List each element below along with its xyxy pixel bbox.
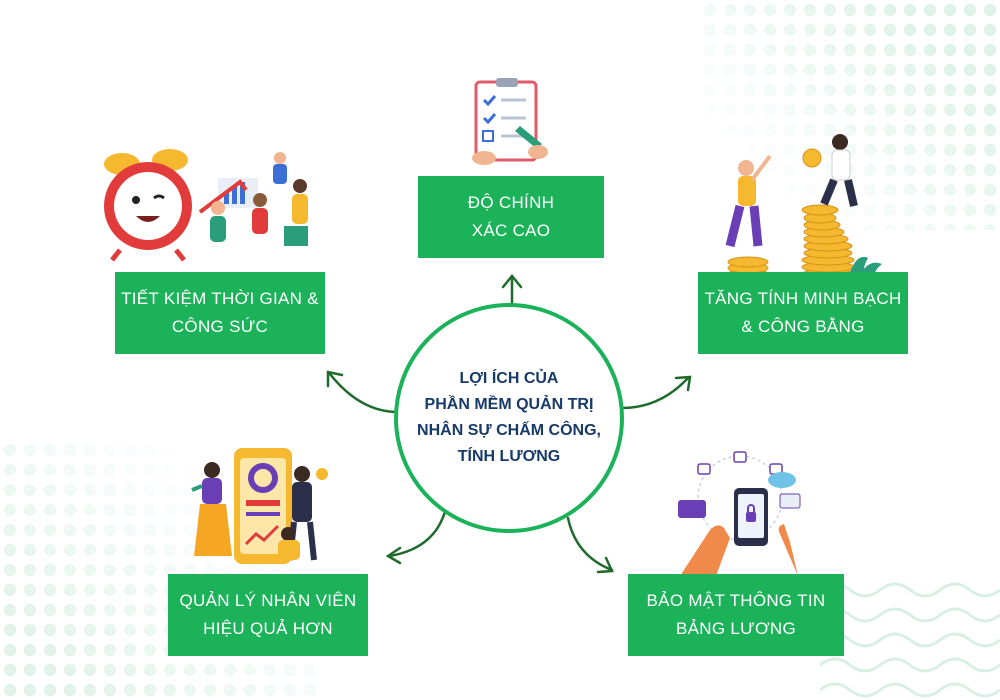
secure-phone-hands-icon [678,451,801,576]
benefit-label: ĐỘ CHÍNH [467,193,555,212]
alarm-clock-team-icon [104,149,308,262]
benefit-label: BẢNG LƯƠNG [676,619,796,638]
benefit-label: BẢO MẬT THÔNG TIN [646,591,826,610]
arrow-to-right [620,376,690,410]
benefit-label: TĂNG TÍNH MINH BẠCH [704,289,902,308]
benefit-box-payroll-security: BẢO MẬT THÔNG TIN BẢNG LƯƠNG [628,574,844,656]
center-title-line-1: LỢI ÍCH CỦA [459,370,559,387]
benefit-label: XÁC CAO [471,221,551,240]
benefit-label: HIỆU QUẢ HƠN [203,619,333,638]
center-title-line-2: PHẦN MỀM QUẢN TRỊ [424,396,594,413]
benefit-box-save-time: TIẾT KIỆM THỜI GIAN & CÔNG SỨC [115,272,325,354]
decor-waves [820,582,1000,698]
people-coins-growth-icon [725,134,882,278]
clipboard-checklist-icon [472,78,548,165]
arrow-to-bottom-right [566,516,614,572]
benefit-label: QUẢN LÝ NHÂN VIÊN [179,591,357,610]
benefit-box-transparency: TĂNG TÍNH MINH BẠCH & CÔNG BẰNG [698,272,908,354]
benefit-box-accuracy: ĐỘ CHÍNH XÁC CAO [418,176,604,258]
benefit-label: TIẾT KIỆM THỜI GIAN & [121,289,319,308]
phone-team-analytics-icon [191,448,328,564]
arrow-to-bottom-left [388,506,448,558]
benefit-label: CÔNG SỨC [171,317,269,336]
center-title-line-4: TÍNH LƯƠNG [457,448,561,465]
benefit-label: & CÔNG BẰNG [741,317,865,336]
center-title-circle: LỢI ÍCH CỦA PHẦN MỀM QUẢN TRỊ NHÂN SỰ CH… [394,303,624,533]
center-title-line-3: NHÂN SỰ CHẤM CÔNG, [417,422,601,439]
arrow-to-left [328,372,400,414]
benefit-box-employee-management: QUẢN LÝ NHÂN VIÊN HIỆU QUẢ HƠN [168,574,368,656]
